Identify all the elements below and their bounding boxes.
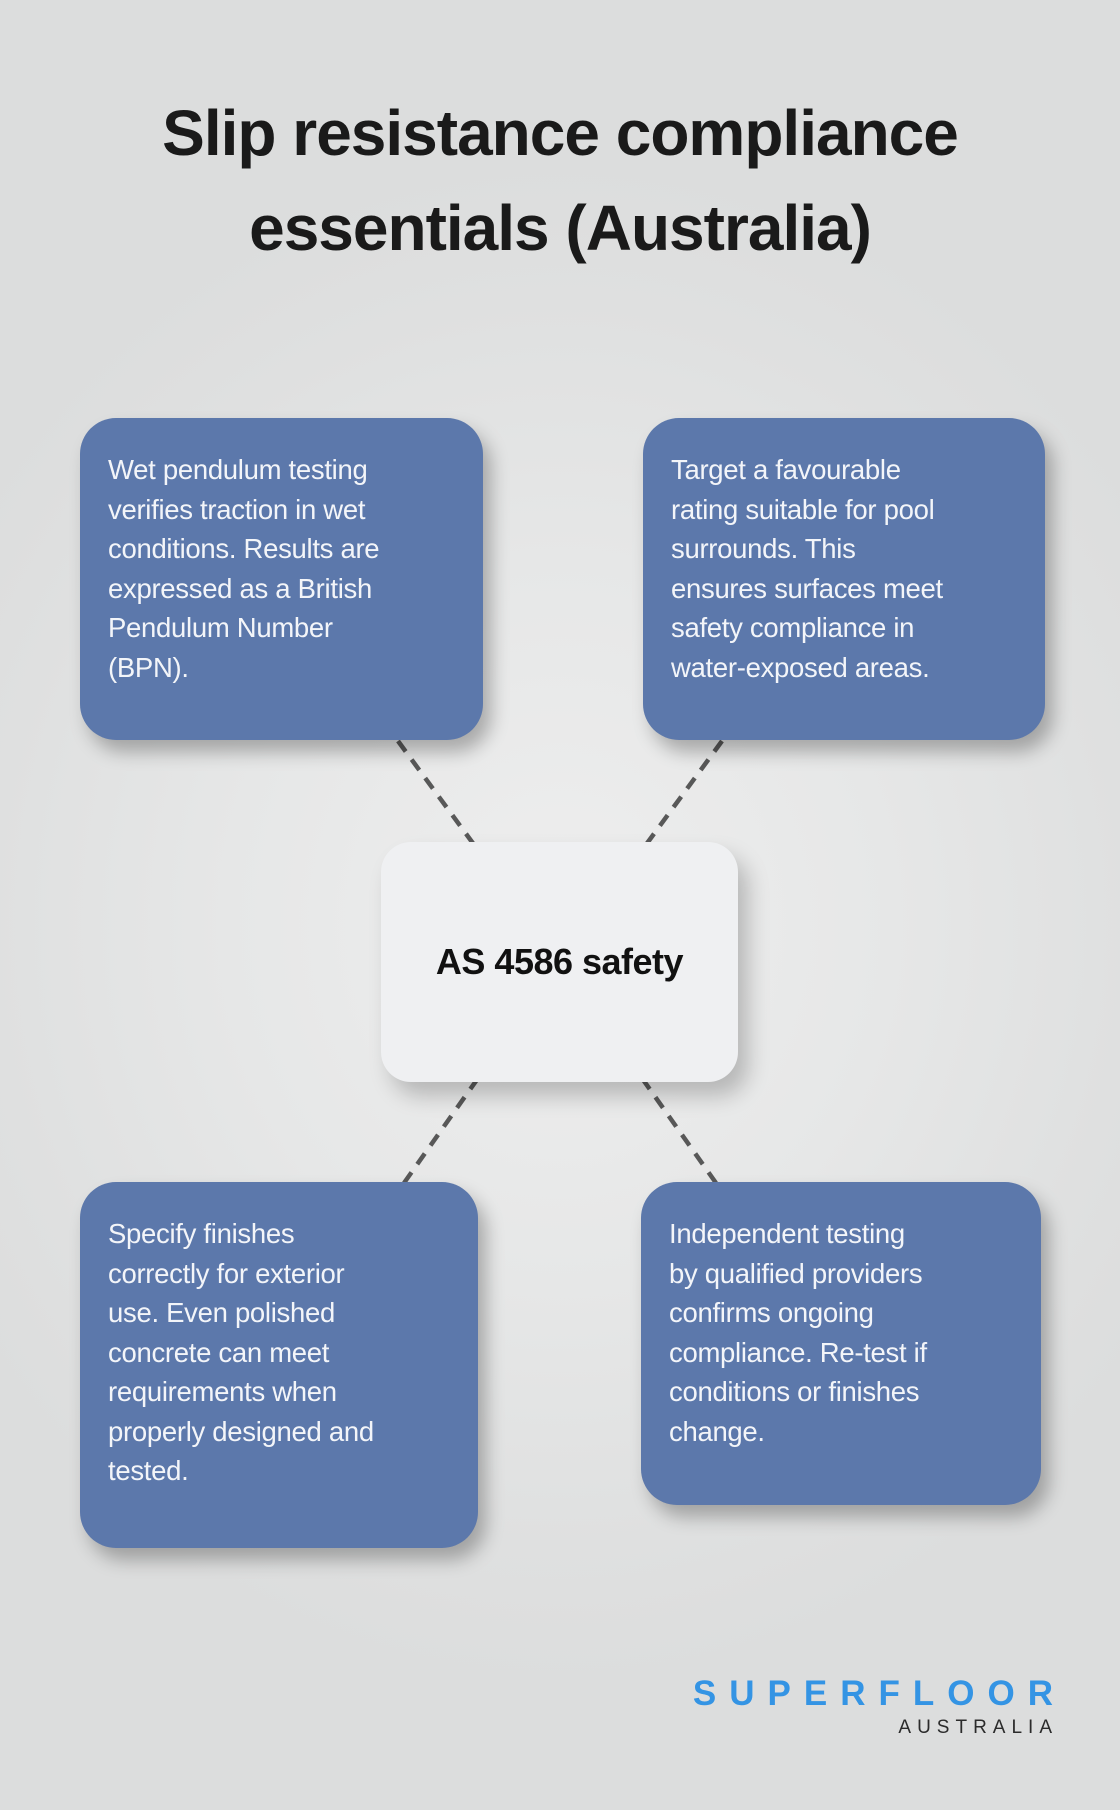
node-top-left: Wet pendulum testing verifies traction i… xyxy=(80,418,483,740)
brand-name: SUPERFLOOR xyxy=(692,1674,1066,1713)
node-bottom-left: Specify finishes correctly for exterior … xyxy=(80,1182,478,1548)
central-node-label: AS 4586 safety xyxy=(435,941,684,982)
central-node: AS 4586 safety xyxy=(381,842,738,1082)
node-bottom-right: Independent testing by qualified provide… xyxy=(641,1182,1041,1505)
brand-region: AUSTRALIA xyxy=(898,1717,1058,1738)
brand-logo: SUPERFLOOR AUSTRALIA xyxy=(693,1674,1053,1739)
page-title: Slip resistance compliance essentials (A… xyxy=(162,97,959,264)
node-top-right: Target a favourable rating suitable for … xyxy=(643,418,1045,740)
